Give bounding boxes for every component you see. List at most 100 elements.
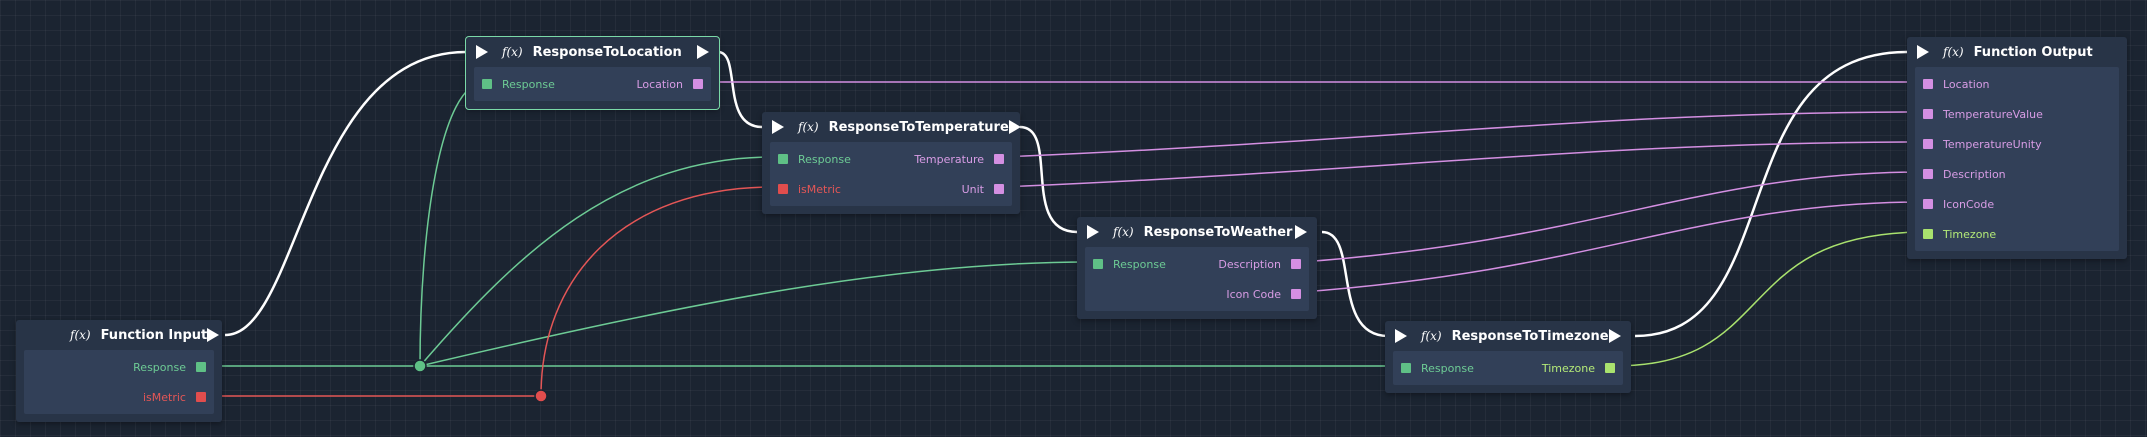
pin-label: Response: [133, 360, 186, 374]
timezone-input-pin[interactable]: [1923, 229, 1933, 239]
pin-label: Response: [502, 77, 555, 91]
pin-label: Response: [798, 152, 851, 166]
node-title: Function Input: [100, 327, 208, 343]
description-wire: [1301, 171, 1926, 263]
pin-label: isMetric: [798, 182, 841, 196]
node-title: ResponseToWeather: [1143, 224, 1293, 240]
iconcode-output-pin[interactable]: [1291, 289, 1301, 299]
function-icon: f(x): [1113, 225, 1134, 239]
input-row-iconcode: IconCode: [1915, 189, 2119, 219]
iconcode-input-pin[interactable]: [1923, 199, 1933, 209]
node-title: ResponseToTimezone: [1451, 328, 1609, 344]
exec-wire-temperature-to-weather: [1019, 125, 1078, 234]
temperaturevalue-input-pin[interactable]: [1923, 109, 1933, 119]
pin-row: Response Timezone: [1393, 353, 1623, 383]
exec-output-pin[interactable]: [1008, 120, 1021, 134]
response-output-pin[interactable]: [196, 362, 206, 372]
response-to-location-node[interactable]: f(x) ResponseToLocation Response Locatio…: [465, 36, 720, 110]
location-output-pin[interactable]: [693, 79, 703, 89]
exec-input-pin[interactable]: [1087, 225, 1099, 239]
pin-label: TemperatureValue: [1943, 107, 2043, 121]
pin-label: Response: [1421, 361, 1474, 375]
node-body: Location TemperatureValue TemperatureUni…: [1915, 67, 2119, 251]
pin-label: isMetric: [143, 390, 186, 404]
ismetric-wire-junction[interactable]: [534, 389, 548, 403]
exec-input-pin[interactable]: [1917, 45, 1929, 59]
response-to-weather-node[interactable]: f(x) ResponseToWeather Response Descript…: [1077, 217, 1317, 319]
pin-label: Description: [1943, 167, 2006, 181]
exec-output-pin[interactable]: [1609, 329, 1621, 343]
node-header[interactable]: f(x) ResponseToTimezone: [1385, 321, 1631, 351]
input-row-description: Description: [1915, 159, 2119, 189]
pin-row: Response Temperature: [770, 144, 1012, 174]
temperature-output-pin[interactable]: [994, 154, 1004, 164]
function-icon: f(x): [1421, 329, 1442, 343]
pin-label: Unit: [961, 182, 984, 196]
node-header[interactable]: f(x) ResponseToLocation: [466, 37, 719, 67]
pin-row: Response Description: [1085, 249, 1309, 279]
exec-output-pin[interactable]: [697, 45, 709, 59]
exec-output-pin[interactable]: [1295, 225, 1307, 239]
pin-label: IconCode: [1943, 197, 1995, 211]
response-wire-junction[interactable]: [413, 359, 427, 373]
ismetric-output-pin[interactable]: [196, 392, 206, 402]
node-header[interactable]: f(x) ResponseToWeather: [1077, 217, 1317, 247]
unit-output-pin[interactable]: [994, 184, 1004, 194]
node-body: Response Description Icon Code: [1085, 247, 1309, 311]
response-input-pin[interactable]: [1093, 259, 1103, 269]
function-output-node[interactable]: f(x) Function Output Location Temperatur…: [1907, 37, 2127, 259]
temperature-wire: [1002, 111, 1926, 158]
response-input-pin[interactable]: [778, 154, 788, 164]
ismetric-input-pin[interactable]: [778, 184, 788, 194]
pin-row: isMetric Unit: [770, 174, 1012, 204]
function-icon: f(x): [1943, 45, 1964, 59]
unit-wire: [1002, 141, 1926, 188]
function-icon: f(x): [70, 328, 91, 342]
temperatureunity-input-pin[interactable]: [1923, 139, 1933, 149]
pin-label: Location: [1943, 77, 1990, 91]
location-input-pin[interactable]: [1923, 79, 1933, 89]
node-body: Response Timezone: [1393, 351, 1623, 385]
input-row-location: Location: [1915, 69, 2119, 99]
node-body: Response Temperature isMetric Unit: [770, 142, 1012, 206]
pin-row: Response Location: [474, 69, 711, 99]
exec-wire-weather-to-timezone: [1321, 230, 1389, 338]
response-wire-to-location: [419, 81, 486, 367]
pin-label: Location: [636, 77, 683, 91]
node-title: ResponseToTemperature: [828, 119, 1009, 135]
node-header[interactable]: f(x) Function Output: [1907, 37, 2127, 67]
description-output-pin[interactable]: [1291, 259, 1301, 269]
pin-label: TemperatureUnity: [1943, 137, 2042, 151]
pin-row: Icon Code: [1085, 279, 1309, 309]
input-row-timezone: Timezone: [1915, 219, 2119, 249]
function-input-node[interactable]: f(x) Function Input Response isMetric: [16, 320, 222, 422]
node-body: Response isMetric: [24, 350, 214, 414]
response-to-temperature-node[interactable]: f(x) ResponseToTemperature Response Temp…: [762, 112, 1021, 214]
description-input-pin[interactable]: [1923, 169, 1933, 179]
timezone-output-pin[interactable]: [1605, 363, 1615, 373]
exec-input-pin[interactable]: [772, 120, 784, 134]
exec-input-pin[interactable]: [1395, 329, 1407, 343]
iconcode-wire: [1301, 201, 1926, 293]
response-input-pin[interactable]: [1401, 363, 1411, 373]
output-row-response: Response: [24, 352, 214, 382]
node-header[interactable]: f(x) Function Input: [16, 320, 222, 350]
pin-label: Timezone: [1943, 227, 1997, 241]
response-to-timezone-node[interactable]: f(x) ResponseToTimezone Response Timezon…: [1385, 321, 1631, 393]
node-title: Function Output: [1973, 44, 2093, 60]
pin-label: Response: [1113, 257, 1166, 271]
response-input-pin[interactable]: [482, 79, 492, 89]
pin-label: Temperature: [914, 152, 984, 166]
output-row-ismetric: isMetric: [24, 382, 214, 412]
node-title: ResponseToLocation: [532, 44, 682, 60]
exec-output-pin[interactable]: [207, 328, 220, 342]
exec-input-pin[interactable]: [476, 45, 488, 59]
exec-wire-location-to-temperature: [717, 50, 763, 129]
input-row-temperatureunity: TemperatureUnity: [1915, 129, 2119, 159]
timezone-wire: [1614, 231, 1926, 367]
function-icon: f(x): [798, 120, 819, 134]
response-wire-to-weather: [419, 261, 1090, 367]
input-row-temperaturevalue: TemperatureValue: [1915, 99, 2119, 129]
node-header[interactable]: f(x) ResponseToTemperature: [762, 112, 1021, 142]
